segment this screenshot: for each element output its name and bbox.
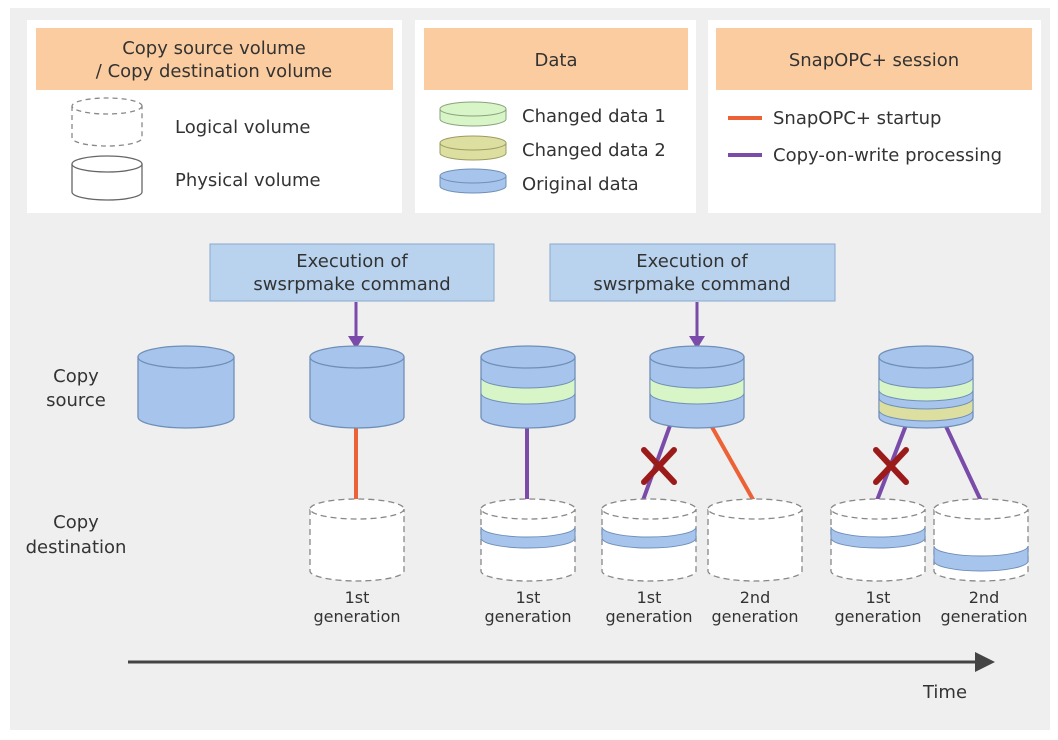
legend-volume-header-line2: / Copy destination volume [96, 61, 332, 82]
copy-source-label-line1: Copy [53, 366, 99, 387]
legend-data: Data Changed data 1 Changed data 2 Origi… [415, 20, 696, 213]
legend-session: SnapOPC+ session SnapOPC+ startup Copy-o… [708, 20, 1041, 213]
legend-volume-header-line1: Copy source volume [122, 38, 306, 59]
generation-label-5-line2: generation [834, 607, 921, 626]
generation-label-3-line2: generation [605, 607, 692, 626]
generation-label-1-line1: 1st [345, 588, 370, 607]
legend-session-header [716, 28, 1032, 90]
command-arrow-2 [689, 302, 705, 349]
generation-label-2-line2: generation [484, 607, 571, 626]
legend-data-header [424, 28, 688, 90]
command-arrow-1 [348, 302, 364, 349]
command-2-line2: swsrpmake command [593, 274, 790, 295]
source-volume-1 [137, 345, 235, 429]
dest-volume-6 [933, 498, 1029, 582]
legend-session-header-text: SnapOPC+ session [789, 50, 959, 71]
generation-label-4-line1: 2nd [740, 588, 770, 607]
timeline-arrow [128, 652, 995, 672]
generation-label-4-line2: generation [711, 607, 798, 626]
generation-label-5-line1: 1st [866, 588, 891, 607]
dest-volume-2 [480, 498, 576, 582]
generation-label-3-line1: 1st [637, 588, 662, 607]
command-1-line2: swsrpmake command [253, 274, 450, 295]
cross-mark-1 [641, 447, 677, 485]
source-volume-3 [480, 345, 576, 429]
generation-label-6-line2: generation [940, 607, 1027, 626]
changed-data-2-swatch [439, 135, 507, 161]
timeline-label: Time [922, 682, 967, 703]
dest-volume-5 [830, 498, 926, 582]
legend-volume: Copy source volume / Copy destination vo… [27, 20, 402, 213]
legend-logical-label: Logical volume [175, 117, 310, 138]
copy-destination-label-line1: Copy [53, 512, 99, 533]
changed-data-1-swatch [439, 101, 507, 127]
command-box-1: Execution of swsrpmake command [209, 243, 495, 302]
dest-volume-4 [707, 498, 803, 582]
cross-mark-2 [873, 447, 909, 485]
source-volume-4 [649, 345, 745, 429]
original-data-swatch [439, 168, 507, 194]
dest-volume-1 [309, 498, 405, 582]
legend-data-header-text: Data [535, 50, 578, 71]
command-box-2: Execution of swsrpmake command [549, 243, 836, 302]
cow-connection-2 [941, 419, 984, 504]
source-volume-2 [309, 345, 405, 429]
generation-label-1-line2: generation [313, 607, 400, 626]
legend-physical-label: Physical volume [175, 170, 321, 191]
legend-cow-label: Copy-on-write processing [773, 145, 1002, 166]
dest-volume-3 [601, 498, 697, 582]
logical-volume-icon [71, 97, 143, 147]
legend-volume-header [36, 28, 393, 90]
command-2-line1: Execution of [636, 251, 748, 272]
legend-startup-label: SnapOPC+ startup [773, 108, 941, 129]
copy-source-label-line2: source [46, 390, 106, 411]
legend-original-label: Original data [522, 174, 639, 195]
copy-destination-label-line2: destination [26, 537, 127, 558]
legend-changed2-label: Changed data 2 [522, 140, 666, 161]
physical-volume-icon [71, 155, 143, 201]
generation-label-6-line1: 2nd [969, 588, 999, 607]
startup-connection-2 [706, 419, 757, 504]
source-volume-5 [878, 345, 974, 429]
legend-changed1-label: Changed data 1 [522, 106, 666, 127]
command-1-line1: Execution of [296, 251, 408, 272]
generation-label-2-line1: 1st [516, 588, 541, 607]
